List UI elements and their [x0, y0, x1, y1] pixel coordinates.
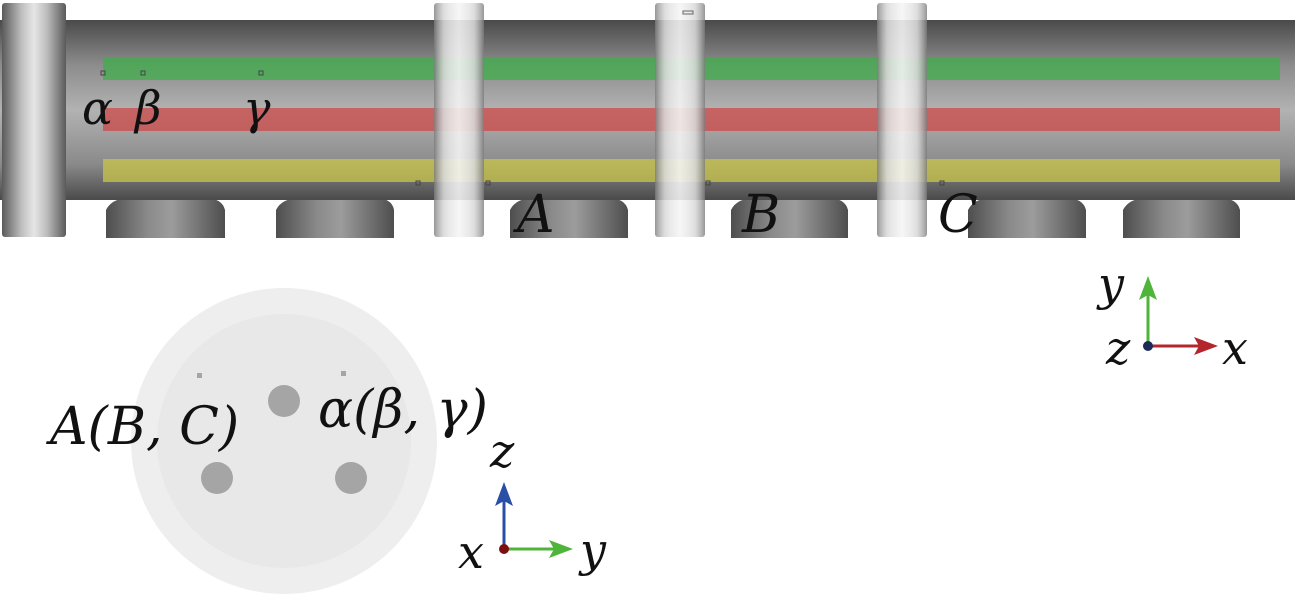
axis-z2-label: z [489, 424, 515, 478]
axes-yz: z x y [458, 424, 607, 579]
axis-z-origin [1143, 341, 1153, 351]
label-gamma: γ [243, 81, 271, 135]
ring-b-notch [682, 10, 694, 15]
inner-disc [157, 314, 411, 568]
section-marker-left [197, 373, 202, 378]
marker-gamma [258, 70, 264, 76]
label-alpha: α [82, 81, 113, 135]
section-marker-right [341, 371, 346, 376]
ring-b-highlight [655, 3, 705, 237]
axis-y2-label: y [578, 523, 607, 577]
rod-right [335, 462, 367, 494]
axis-x2-origin [499, 544, 509, 554]
axis-x-arrowhead [1194, 337, 1218, 355]
rod-top [268, 385, 300, 417]
foot-2 [276, 198, 394, 238]
marker-beta [140, 70, 146, 76]
marker-c [939, 180, 945, 186]
marker-b [705, 180, 711, 186]
axes-xy: y x z [1096, 257, 1248, 375]
foot-5 [968, 198, 1086, 238]
foot-4 [731, 198, 848, 238]
section-label-left: A(B, C) [46, 397, 239, 457]
ring-c-highlight [877, 3, 927, 237]
foot-6 [1123, 198, 1240, 238]
cross-section: A(B, C) α(β, γ) [46, 288, 488, 594]
axis-y2-arrowhead [549, 540, 573, 558]
sensor-markers [100, 70, 945, 186]
marker-a1 [415, 180, 421, 186]
marker-alpha [100, 70, 106, 76]
support-feet [106, 198, 1240, 238]
foot-3 [510, 198, 628, 238]
axis-x-label: x [1222, 321, 1248, 375]
axis-y-label: y [1096, 257, 1125, 311]
rod-left [201, 462, 233, 494]
label-ring-b: B [741, 185, 780, 245]
foot-1 [106, 198, 225, 238]
side-view: α β γ A B C [0, 3, 1295, 245]
axis-z-arrowhead [495, 482, 513, 506]
axis-z-label: z [1105, 321, 1131, 375]
flange-rings [434, 3, 927, 237]
marker-a2 [485, 180, 491, 186]
label-ring-c: C [938, 185, 978, 245]
section-label-right: α(β, γ) [318, 380, 488, 440]
axis-y-arrowhead [1139, 276, 1157, 300]
label-ring-a: A [513, 185, 555, 245]
end-cap [2, 3, 66, 237]
ring-a-highlight [434, 3, 484, 237]
axis-x2-label: x [458, 525, 484, 579]
label-beta: β [133, 81, 162, 135]
